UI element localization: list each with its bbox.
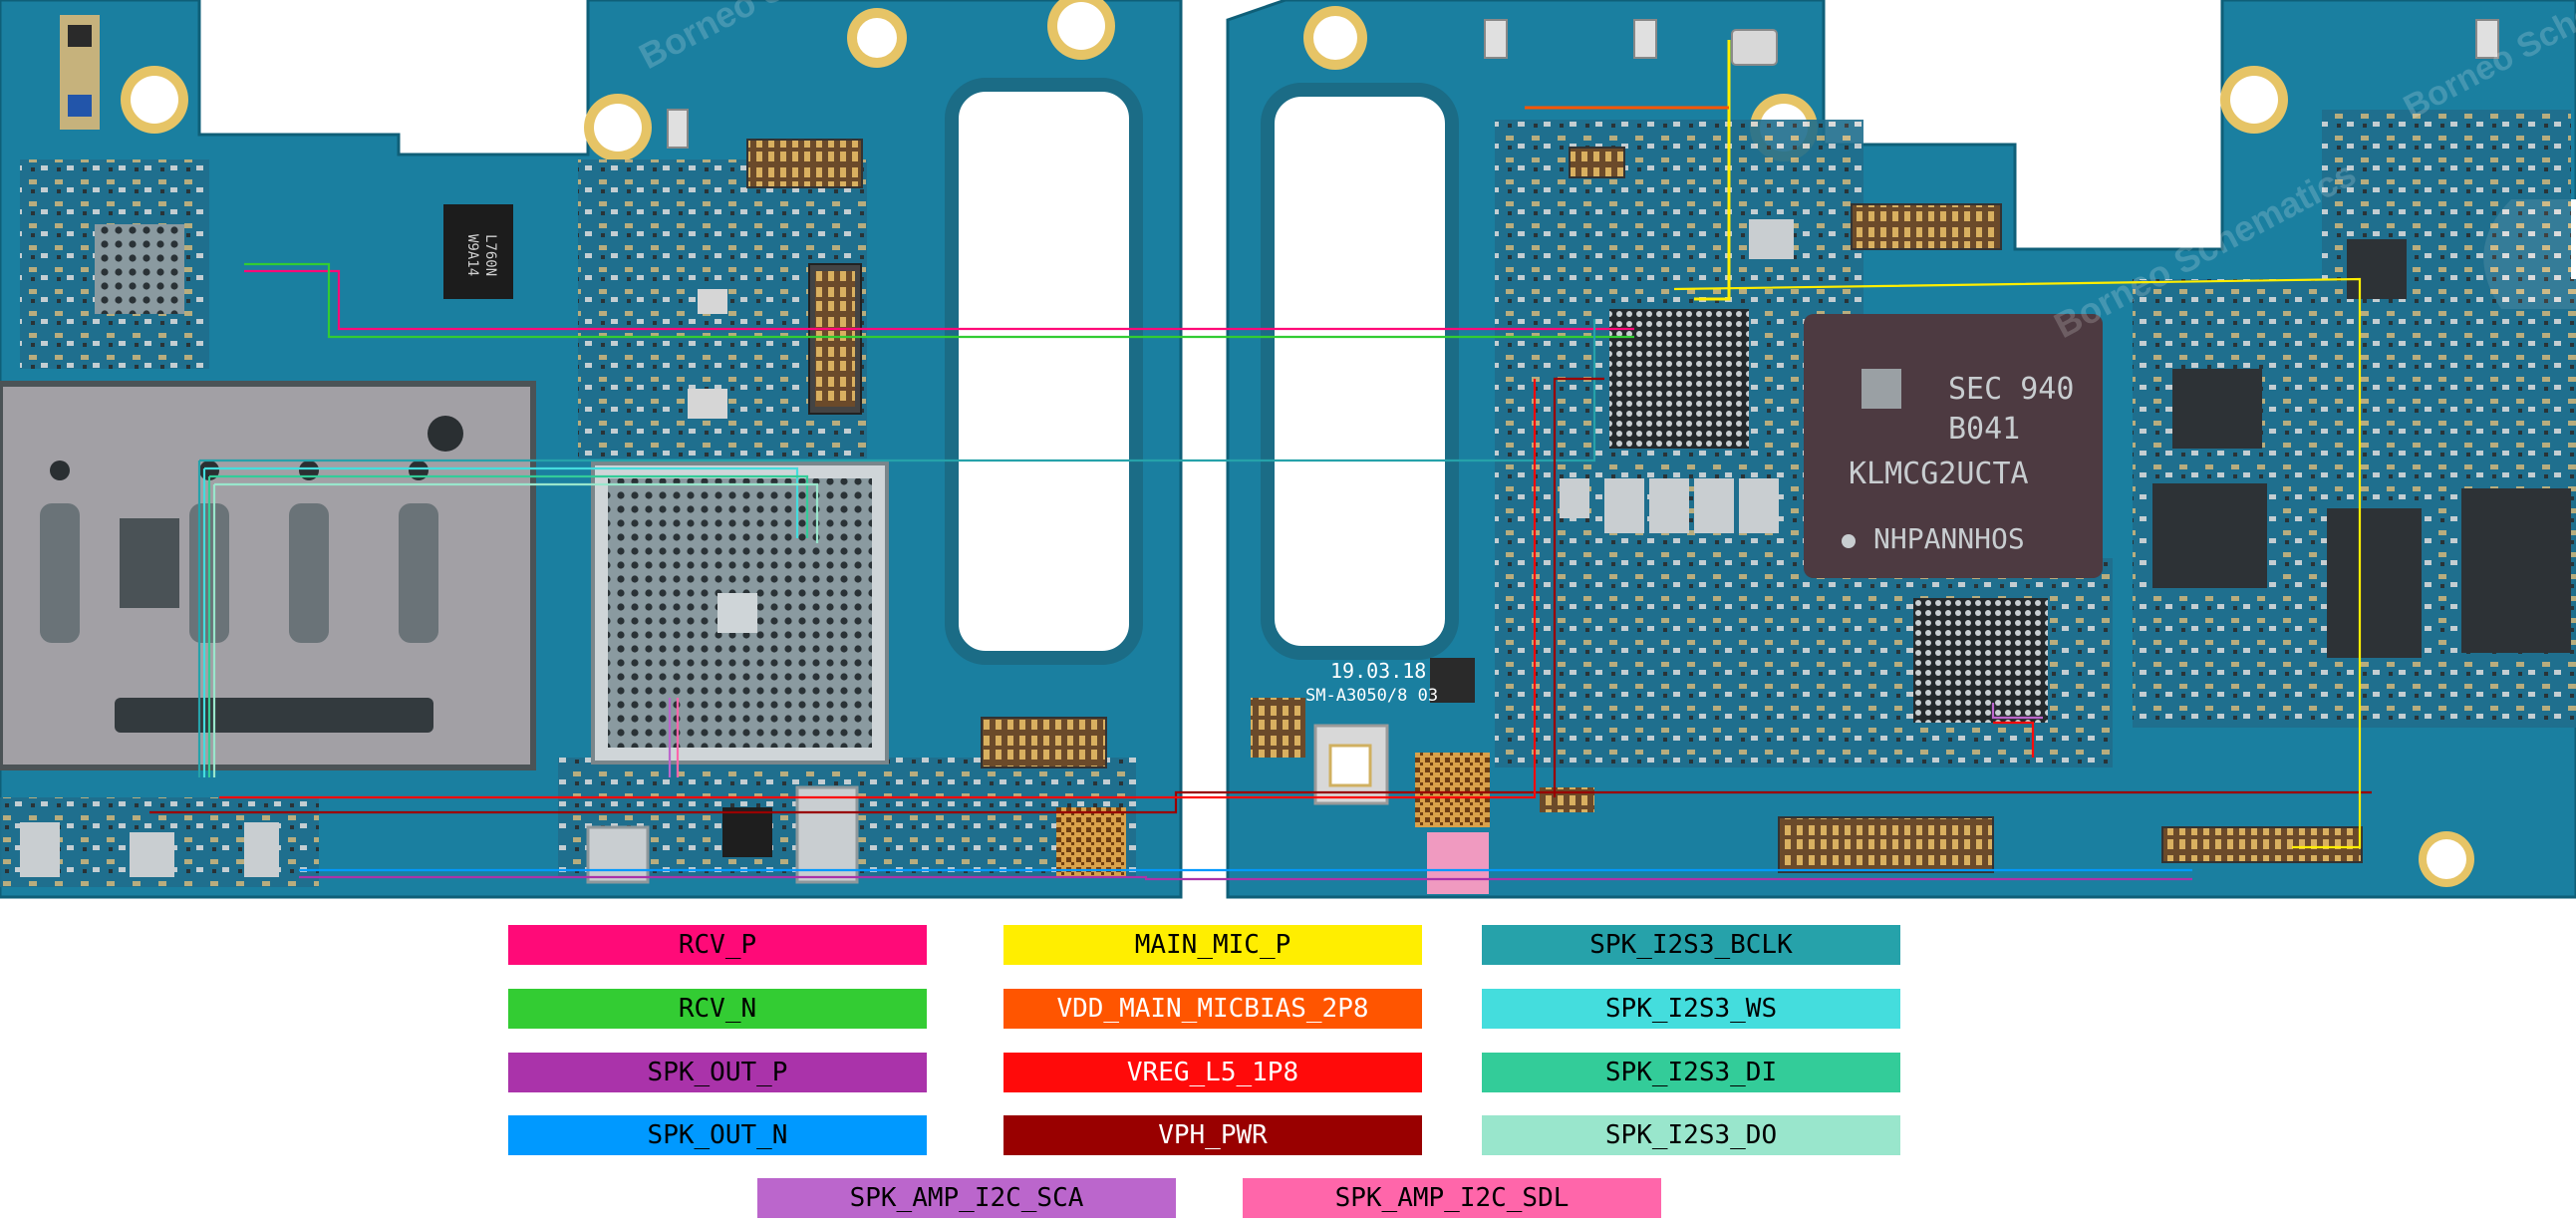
right-qr-code: [1415, 753, 1490, 827]
right-connector-top: [1851, 203, 2002, 250]
pcb-view: L760N W9A14: [0, 0, 2576, 899]
left-cpu-bga: [591, 461, 889, 765]
right-date-code: 19.03.18: [1330, 659, 1426, 683]
right-pmic-bga: [1609, 309, 1749, 449]
right-pink-pad: [1427, 832, 1489, 894]
chip-marking-2: W9A14: [464, 234, 480, 276]
emmc-marking-2: B041: [1948, 412, 2020, 447]
chip-marking-1: L760N: [482, 234, 498, 276]
right-emmc-chip: SEC 940 B041 KLMCG2UCTA NHPANNHOS: [1804, 314, 2103, 578]
legend-main-mic-p: MAIN_MIC_P: [1003, 925, 1422, 965]
legend-vph-pwr: VPH_PWR: [1003, 1115, 1422, 1155]
legend-vdd-main-micbias-2p8: VDD_MAIN_MICBIAS_2P8: [1003, 989, 1422, 1029]
signal-traces: [149, 40, 2372, 881]
left-qr-code: [1056, 807, 1126, 877]
legend-spk-out-n: SPK_OUT_N: [508, 1115, 927, 1155]
legend-spk-amp-i2c-sca: SPK_AMP_I2C_SCA: [757, 1178, 1176, 1218]
pcb-svg: L760N W9A14: [0, 0, 2576, 899]
legend-spk-i2s3-ws: SPK_I2S3_WS: [1482, 989, 1900, 1029]
legend-spk-i2s3-do: SPK_I2S3_DO: [1482, 1115, 1900, 1155]
right-battery-cutout: [1261, 83, 1459, 660]
emmc-marking-1: SEC 940: [1948, 372, 2074, 407]
left-battery-cutout: [945, 78, 1143, 665]
left-chip-l760n: L760N W9A14: [443, 204, 513, 299]
legend-spk-i2s3-bclk: SPK_I2S3_BCLK: [1482, 925, 1900, 965]
left-mounting-holes: [121, 0, 1115, 161]
right-flash-led: [1313, 724, 1389, 805]
left-board: L760N W9A14: [0, 0, 1183, 899]
legend-rcv-p: RCV_P: [508, 925, 927, 965]
legend-spk-i2s3-di: SPK_I2S3_DI: [1482, 1053, 1900, 1092]
left-sim-tray: [0, 381, 536, 770]
right-model-code: SM-A3050/8 03: [1305, 686, 1438, 706]
legend-spk-amp-i2c-sdl: SPK_AMP_I2C_SDL: [1243, 1178, 1661, 1218]
legend-vreg-l5-1p8: VREG_L5_1P8: [1003, 1053, 1422, 1092]
left-connector-top: [746, 139, 863, 188]
left-small-bga: [95, 224, 184, 314]
emmc-marking-3: KLMCG2UCTA: [1849, 457, 2029, 491]
legend-spk-out-p: SPK_OUT_P: [508, 1053, 927, 1092]
right-board: SEC 940 B041 KLMCG2UCTA NHPANNHOS: [1226, 0, 2576, 899]
emmc-marking-4: NHPANNHOS: [1873, 522, 2025, 555]
left-connector-bottom: [981, 717, 1107, 768]
right-connector-bottom: [1778, 816, 1994, 873]
legend-rcv-n: RCV_N: [508, 989, 927, 1029]
right-connector-lcd: [2161, 826, 2363, 863]
